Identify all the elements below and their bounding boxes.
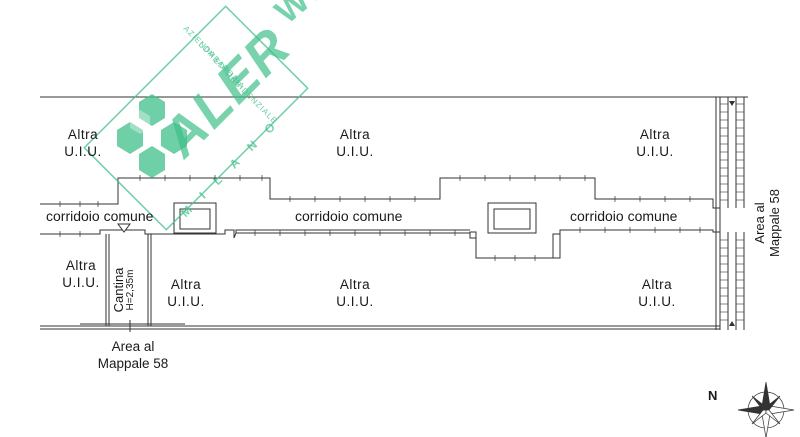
cantina-label: Cantina H=2,35m — [104, 258, 144, 322]
area-line-1: Area al — [111, 339, 155, 354]
wall-ticks — [59, 175, 701, 261]
room-code: U.I.U. — [64, 143, 102, 159]
room-label-top-center: Altra U.I.U. — [330, 127, 380, 161]
room-label-top-left: Altra U.I.U. — [58, 127, 108, 161]
corridor-label-center: corridoio comune — [295, 208, 403, 224]
area-label-bottom: Area al Mappale 58 — [88, 339, 178, 373]
room-label-bottom-right: Altra U.I.U. — [632, 277, 682, 311]
corridor-label-left: corridoio comune — [46, 208, 154, 224]
area-line-1: Area al — [752, 202, 768, 244]
north-label: N — [708, 388, 718, 403]
room-name: Altra — [339, 277, 371, 292]
room-code: U.I.U. — [636, 143, 674, 159]
shaft-left — [173, 202, 217, 234]
room-code: U.I.U. — [638, 293, 676, 309]
corridor-label-right: corridoio comune — [570, 208, 678, 224]
room-name: Altra — [641, 277, 673, 292]
aler-hexagon-icon — [117, 94, 187, 178]
room-name: Altra — [67, 127, 99, 142]
compass-rose-icon — [737, 381, 795, 437]
corridor-upper-wall — [40, 177, 720, 209]
room-name: Altra — [339, 127, 371, 142]
room-name: Altra — [639, 127, 671, 142]
area-line-2: Mappale 58 — [97, 355, 169, 371]
cantina-name: Cantina — [110, 267, 126, 313]
room-label-bottom-center: Altra U.I.U. — [330, 277, 380, 311]
area-label-right: Area al Mappale 58 — [738, 168, 798, 278]
room-code: U.I.U. — [336, 293, 374, 309]
right-edge-strip — [715, 97, 745, 330]
room-label-bottom-center-left: Altra U.I.U. — [161, 277, 211, 311]
cantina-height: H=2,35m — [124, 269, 136, 311]
cantina-marker — [117, 223, 131, 233]
room-code: U.I.U. — [62, 274, 100, 290]
room-name: Altra — [170, 277, 202, 292]
room-label-bottom-left: Altra U.I.U. — [56, 258, 106, 292]
room-name: Altra — [65, 258, 97, 273]
room-code: U.I.U. — [336, 143, 374, 159]
area-line-2: Mappale 58 — [767, 189, 782, 257]
aler-watermark-logo — [83, 5, 309, 231]
room-label-top-right: Altra U.I.U. — [630, 127, 680, 161]
shaft-center — [487, 202, 537, 234]
room-code: U.I.U. — [167, 293, 205, 309]
